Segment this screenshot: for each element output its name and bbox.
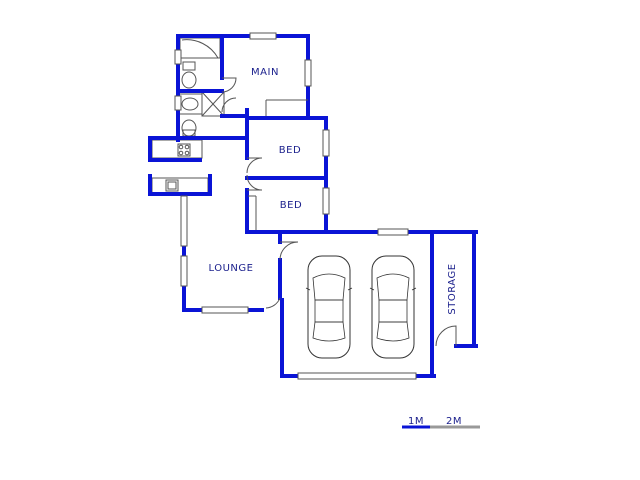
door-bed-2 <box>246 174 263 191</box>
window-bath-1 <box>174 49 182 65</box>
doors <box>221 77 457 347</box>
window-garage-top <box>377 228 409 236</box>
shower <box>179 37 221 59</box>
door-storage <box>435 325 457 347</box>
room-label-storage: STORAGE <box>447 263 458 314</box>
door-lounge <box>265 297 281 309</box>
window-bed-2 <box>322 187 330 215</box>
window-lounge-upper <box>180 195 188 247</box>
room-label-main: MAIN <box>251 67 279 78</box>
sink <box>165 179 179 192</box>
windows <box>174 32 417 380</box>
kitchen-counter-bottom <box>151 177 209 195</box>
window-lounge-side <box>180 255 188 287</box>
basin <box>181 97 199 111</box>
scale-label-2m: 2M <box>446 416 462 427</box>
scale-bar: 1M 2M <box>402 416 480 429</box>
toilet-1 <box>181 71 197 89</box>
garage-door <box>297 372 417 380</box>
car-1 <box>305 255 353 359</box>
window-main-top <box>249 32 277 40</box>
door-bath <box>221 97 237 113</box>
toilet-tank-1 <box>182 61 196 71</box>
stove <box>177 143 191 157</box>
room-label-bed-2: BED <box>280 200 302 211</box>
car-2 <box>369 255 417 359</box>
shower-door-arc <box>181 39 219 59</box>
door-bed-1 <box>246 157 263 174</box>
toilet-2 <box>181 119 197 137</box>
kitchen-fixtures <box>151 139 209 195</box>
kitchen-counter-top <box>151 139 203 159</box>
room-label-bed-1: BED <box>279 145 301 156</box>
bathroom-fixtures <box>177 37 225 137</box>
window-bath-2 <box>174 95 182 111</box>
room-label-lounge: LOUNGE <box>209 263 254 274</box>
door-main <box>221 77 237 93</box>
window-bed-1 <box>322 129 330 157</box>
window-main-right <box>304 59 312 87</box>
door-lounge-garage <box>279 241 299 261</box>
scale-label-1m: 1M <box>408 416 424 427</box>
window-lounge-bottom <box>201 306 249 314</box>
